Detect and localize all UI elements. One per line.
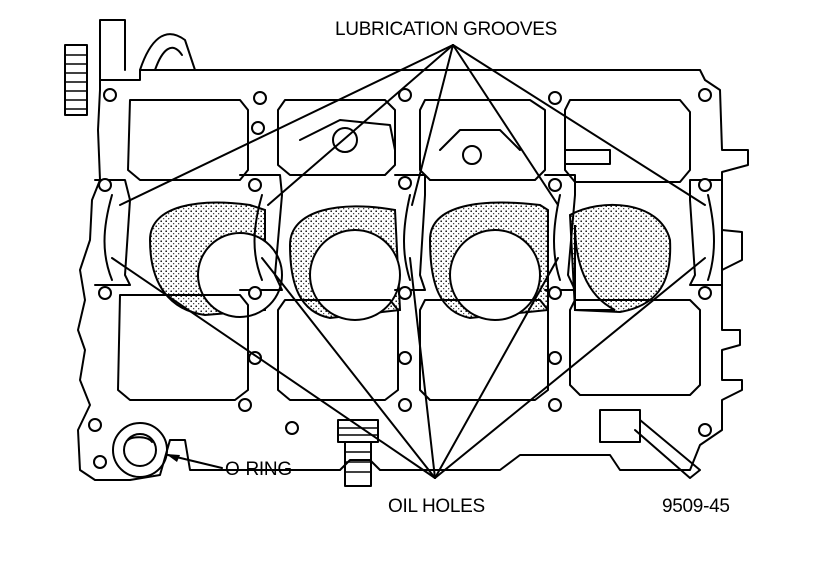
lubrication-grooves-label: LUBRICATION GROOVES	[335, 19, 557, 40]
lower-right-pad	[599, 409, 701, 479]
oil-holes-label: OIL HOLES	[388, 496, 485, 517]
bolt-holes	[88, 88, 712, 469]
bearing-webs	[94, 174, 723, 291]
o-ring-boss	[112, 422, 168, 478]
oil-fitting	[337, 419, 379, 487]
o-ring-leader	[166, 454, 223, 469]
block-outline	[77, 39, 749, 481]
lower-openings	[117, 294, 701, 401]
oil-hole-leaders	[111, 257, 706, 479]
lubrication-leaders	[119, 44, 706, 206]
o-ring-label: O-RING	[225, 459, 292, 480]
connector-pins	[64, 19, 196, 116]
figure-number: 9509-45	[662, 496, 730, 517]
bearing-bores	[148, 201, 672, 321]
